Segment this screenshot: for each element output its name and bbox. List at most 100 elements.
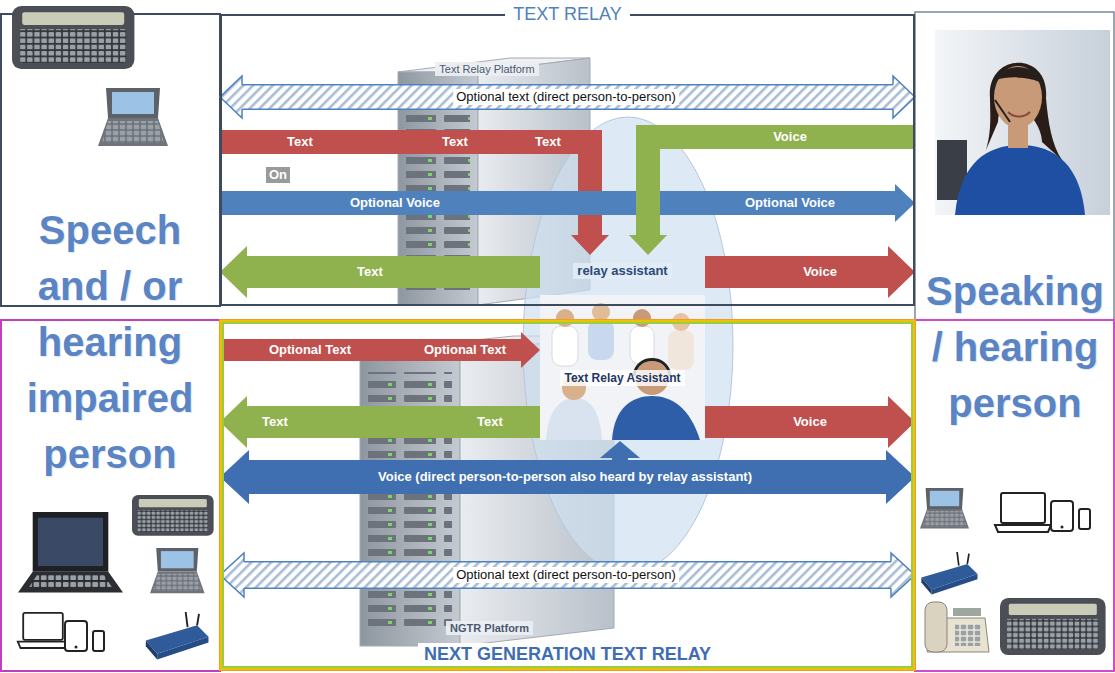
router-icon bbox=[146, 612, 209, 660]
block-arrow bbox=[220, 246, 540, 298]
arrow-label: Text bbox=[439, 134, 471, 150]
arrow-head bbox=[886, 450, 915, 504]
arrow-shaft bbox=[220, 191, 896, 215]
arrow-shaft bbox=[242, 86, 894, 109]
arrow-shaft bbox=[247, 406, 541, 438]
laptop-icon bbox=[18, 613, 68, 648]
arrow-label: Text bbox=[474, 414, 506, 430]
arrow-label-holder: On bbox=[266, 167, 290, 183]
arrow-shaft bbox=[242, 84, 894, 110]
arrow-label: Optional text (direct person-to-person) bbox=[453, 89, 679, 105]
block-arrow bbox=[220, 553, 915, 597]
platform-label: Text Relay Platform bbox=[435, 62, 538, 76]
arrow-label-holder: Voice (direct person-to-person also hear… bbox=[375, 469, 755, 485]
arrow-label: Voice bbox=[800, 264, 840, 280]
router-icon bbox=[921, 552, 977, 595]
arrow-head bbox=[891, 553, 915, 597]
arrow-head-outline bbox=[893, 76, 915, 118]
block-arrow bbox=[705, 246, 915, 298]
region-title: NEXT GENERATION TEXT RELAY bbox=[418, 643, 717, 665]
arrow-shaft bbox=[648, 137, 915, 236]
arrow-label-holder: Optional text (direct person-to-person) bbox=[453, 567, 679, 583]
person-label: Speech and / or hearing impaired person bbox=[15, 202, 205, 482]
phone-icon bbox=[1079, 509, 1090, 529]
arrow-label: Optional Text bbox=[421, 342, 509, 358]
arrow-label-holder: Voice bbox=[790, 414, 830, 430]
person-label: Speaking / hearing person bbox=[920, 263, 1110, 431]
person-panel: Speech and / or hearing impaired person bbox=[0, 0, 220, 673]
block-arrow bbox=[220, 450, 915, 504]
tablet-icon bbox=[1051, 501, 1073, 531]
textphone-icon bbox=[132, 495, 214, 536]
assistant-label: Text Relay Assistant bbox=[560, 370, 684, 386]
arrow-label-holder: Optional Voice bbox=[742, 195, 838, 211]
block-arrow bbox=[629, 137, 915, 255]
panel-border bbox=[1, 320, 220, 671]
arrow-label: Voice bbox=[790, 414, 830, 430]
person-panel: Speaking / hearing person bbox=[915, 0, 1115, 673]
arrow-head bbox=[521, 332, 540, 368]
arrow-label-holder: Optional text (direct person-to-person) bbox=[453, 89, 679, 105]
arrow-head-outline bbox=[220, 553, 244, 597]
tablet-icon bbox=[65, 621, 87, 651]
arrow-shaft bbox=[220, 339, 522, 361]
arrow-label-holder: Text bbox=[354, 264, 386, 280]
relay-oval bbox=[523, 117, 733, 573]
arrow-head bbox=[629, 235, 667, 255]
organiser-icon bbox=[920, 488, 969, 529]
arrow-head bbox=[220, 76, 242, 118]
arrow-label: Optional Text bbox=[266, 342, 354, 358]
arrow-label-holder: Voice bbox=[800, 264, 840, 280]
arrow-head bbox=[220, 450, 249, 504]
organiser-icon bbox=[150, 548, 205, 593]
textphone-icon bbox=[12, 6, 134, 69]
listen-arrow bbox=[600, 441, 640, 458]
block-arrow bbox=[220, 76, 915, 118]
arrow-head bbox=[220, 553, 244, 597]
laptop-icon bbox=[995, 493, 1051, 532]
platform-label: NGTR Platform bbox=[446, 621, 533, 635]
arrow-label-holder: Text bbox=[532, 134, 564, 150]
assistant-label: relay assistant bbox=[573, 263, 671, 279]
arrow-head bbox=[895, 184, 915, 222]
panel-border bbox=[915, 320, 1114, 671]
arrow-label-holder: Text bbox=[439, 134, 471, 150]
block-arrow bbox=[220, 332, 540, 368]
region-title: TEXT RELAY bbox=[505, 3, 629, 25]
arrow-label: Optional Voice bbox=[742, 195, 838, 211]
arrow-head bbox=[220, 396, 247, 448]
arrow-label: Optional Voice bbox=[347, 195, 443, 211]
arrow-label-holder: Optional Text bbox=[421, 342, 509, 358]
relay-assistant: relay assistantText Relay Assistant bbox=[540, 255, 705, 440]
arrow-label-holder: Optional Text bbox=[266, 342, 354, 358]
arrow-label: Voice (direct person-to-person also hear… bbox=[375, 469, 755, 485]
arrow-shaft bbox=[705, 406, 889, 438]
assistants-photo bbox=[540, 295, 705, 440]
arrow-head-outline bbox=[891, 553, 915, 597]
arrow-head-outline bbox=[220, 76, 242, 118]
arrow-label: Text bbox=[532, 134, 564, 150]
arrow-shaft bbox=[249, 460, 887, 494]
block-arrow bbox=[220, 184, 915, 222]
arrow-head bbox=[220, 246, 247, 298]
arrow-head bbox=[888, 396, 915, 448]
arrow-label-holder: Text bbox=[259, 414, 291, 430]
operator-photo bbox=[935, 30, 1110, 215]
arrow-shaft bbox=[705, 256, 889, 288]
textphone-icon bbox=[1000, 598, 1106, 655]
arrow-label-holder: Optional Voice bbox=[347, 195, 443, 211]
arrow-label-holder: Text bbox=[474, 414, 506, 430]
region-band: TEXT RELAYText Relay Platform bbox=[220, 14, 915, 306]
arrow-label: Voice bbox=[770, 129, 810, 145]
organiser-icon bbox=[98, 88, 168, 146]
arrow-shaft bbox=[220, 142, 590, 236]
arrow-label-holder: Voice bbox=[770, 129, 810, 145]
laptop-icon bbox=[18, 512, 123, 593]
arrow-label: Text bbox=[354, 264, 386, 280]
arrow-head bbox=[893, 76, 915, 118]
arrow-head bbox=[888, 246, 915, 298]
arrow-label: Optional text (direct person-to-person) bbox=[453, 567, 679, 583]
phone-icon bbox=[93, 631, 104, 651]
arrow-label-holder: Text bbox=[284, 134, 316, 150]
